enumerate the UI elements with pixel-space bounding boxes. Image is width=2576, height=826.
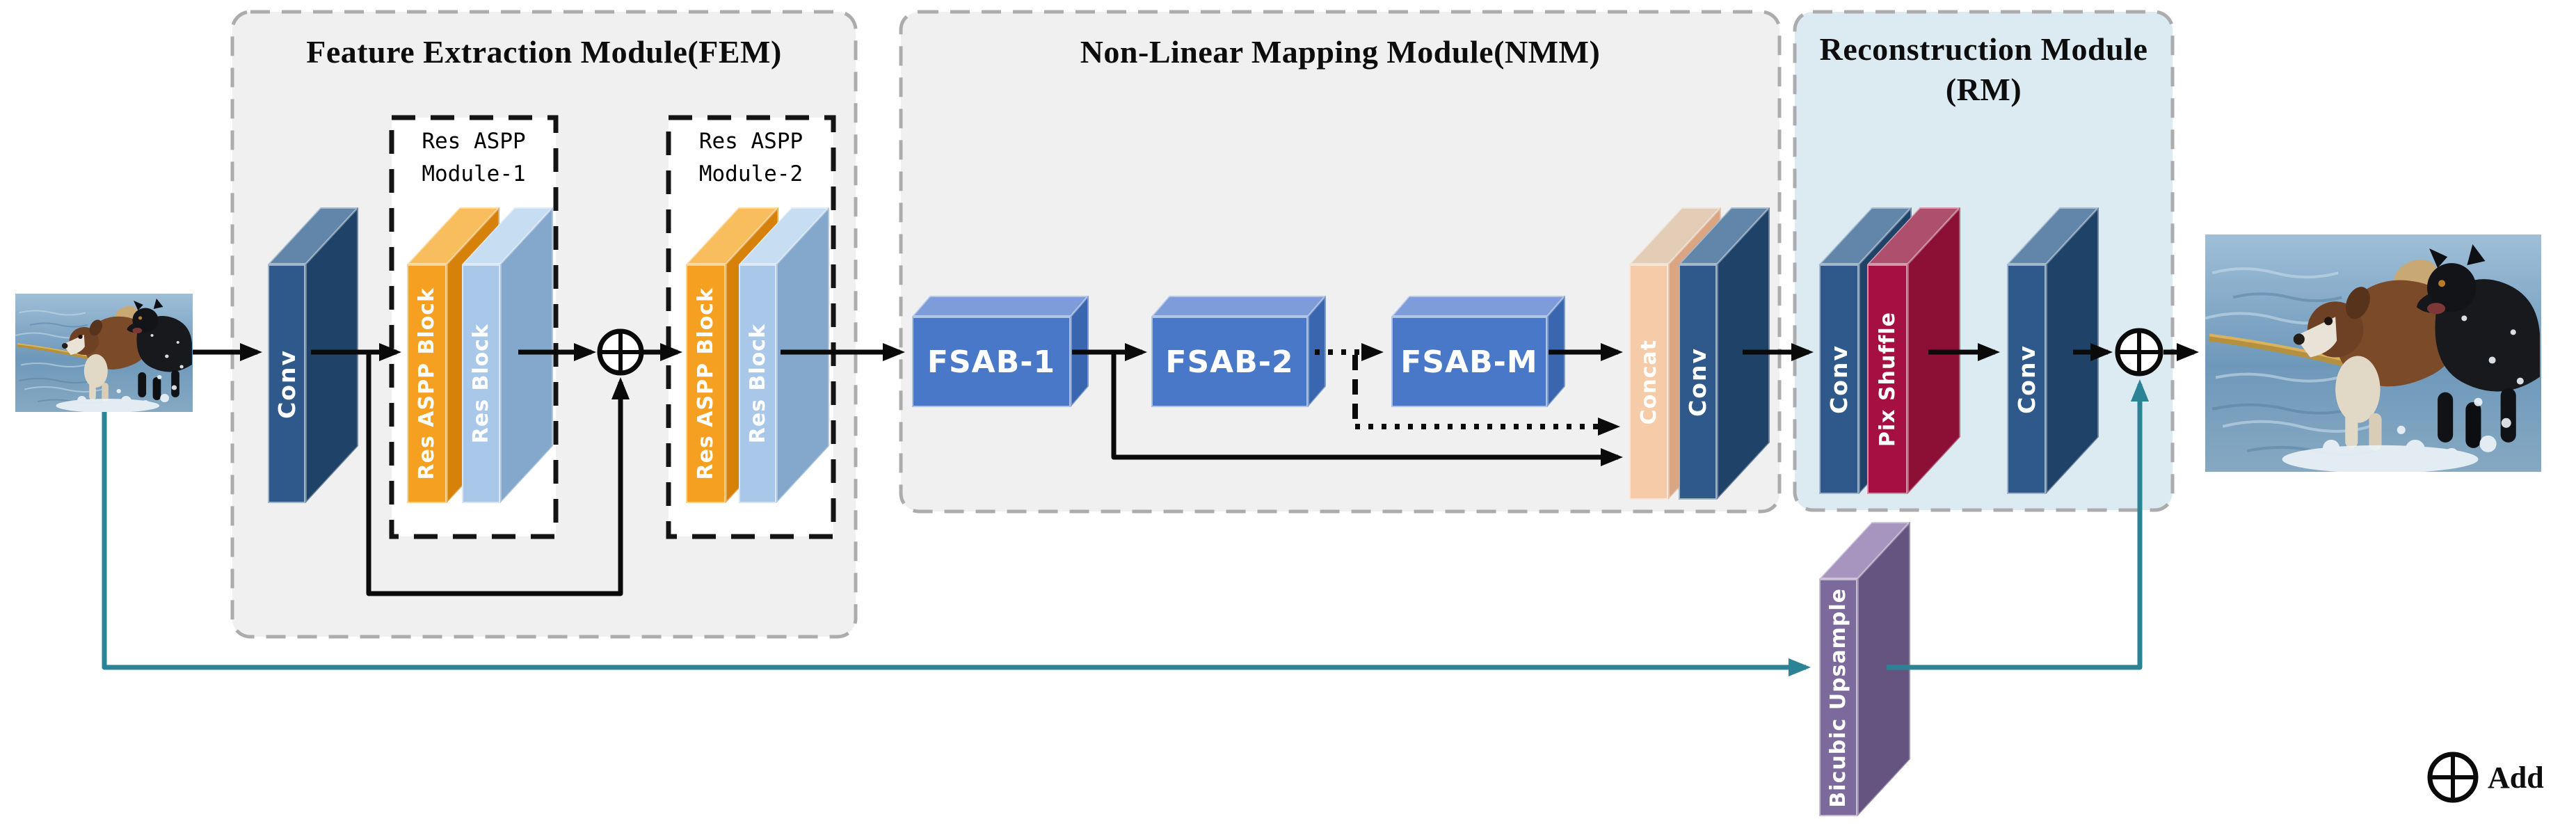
output-sr-image [2205,235,2541,472]
res-aspp-block-label: Res ASPP Block [415,287,439,480]
pix-shuffle-label: Pix Shuffle [1875,311,1900,447]
caption-line: Module-1 [422,161,526,186]
nmm-title: Non-Linear Mapping Module(NMM) [1080,34,1601,70]
caption-line: Res ASPP [422,129,526,154]
res-aspp-module-2-caption: Res ASPP Module-2 [669,125,833,190]
fsab-2-label: FSAB-2 [1165,344,1294,380]
rm-conv2-label: Conv [2013,344,2040,414]
rm-add-icon [2115,328,2163,376]
teal-input-to-bicubic-path [102,412,1811,676]
caption-line: Module-2 [698,161,803,186]
concat-label: Concat [1636,339,1661,425]
fem-add-icon [597,328,644,376]
fem-title: Feature Extraction Module(FEM) [306,34,782,70]
legend-add-label: Add [2488,761,2544,795]
res-block-label: Res Block [745,324,770,444]
fsab-m-label: FSAB-M [1400,344,1538,380]
bicubic-upsample-label: Bicubic Upsample [1826,587,1850,808]
fem-add-cross [600,331,641,373]
fem-conv-label: Conv [273,349,301,419]
res-aspp-module-1-caption: Res ASPP Module-1 [392,125,556,190]
rm-title-line1: Reconstruction Module [1819,31,2148,67]
fsab-1-label: FSAB-1 [927,344,1056,380]
res-block-label: Res Block [469,324,493,444]
legend-add-icon [2427,752,2479,803]
rm-title: Reconstruction Module (RM) [1795,29,2173,109]
rm-title-line2: (RM) [1945,71,2022,107]
rm-add-cross [2118,331,2161,374]
nmm-conv-label: Conv [1684,347,1711,417]
res-aspp-block-label: Res ASPP Block [694,287,718,480]
caption-line: Res ASPP [698,129,803,154]
legend-add-cross [2430,754,2476,800]
rm-conv1-label: Conv [1825,344,1853,414]
input-lr-image [15,294,193,412]
